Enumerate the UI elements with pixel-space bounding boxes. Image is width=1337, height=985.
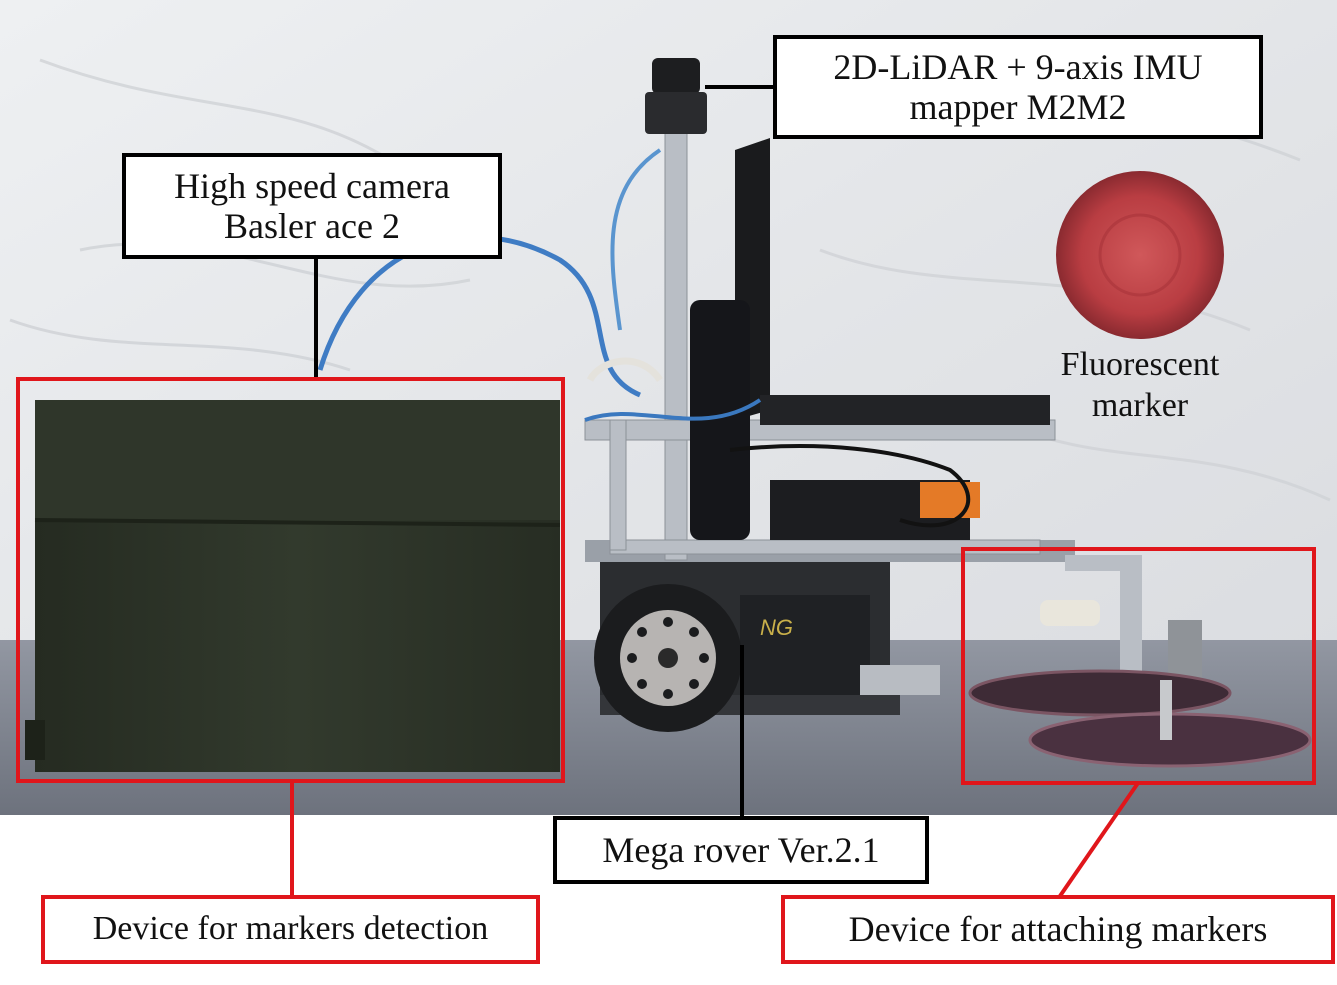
detection-device-highlight — [16, 377, 565, 783]
rover-label-text: Mega rover Ver.2.1 — [602, 829, 880, 870]
marker-label: Fluorescent marker — [1030, 345, 1250, 427]
fluorescent-marker-disc — [1056, 171, 1224, 339]
marker-label-line2: marker — [1091, 386, 1189, 424]
attaching-device-label: Device for attaching markers — [781, 895, 1335, 964]
detection-device-cover — [25, 400, 561, 772]
control-laptop — [690, 138, 1050, 540]
camera-label-line1: High speed camera — [174, 165, 450, 206]
rover-wheel — [594, 584, 742, 732]
camera-label: High speed camera Basler ace 2 — [122, 153, 502, 259]
camera-label-line2: Basler ace 2 — [224, 206, 400, 246]
leader-lines — [290, 85, 1140, 898]
marker-plate-back — [968, 669, 1232, 717]
marker-label-line1: Fluorescent — [1060, 346, 1220, 383]
attaching-leader-line — [1058, 781, 1140, 898]
rover-label: Mega rover Ver.2.1 — [553, 816, 929, 884]
cables — [317, 148, 971, 528]
attaching-device — [968, 555, 1312, 768]
lidar-label-line1: 2D-LiDAR + 9-axis IMU — [833, 46, 1203, 87]
attaching-device-highlight — [961, 547, 1316, 785]
lidar-sensor — [645, 58, 707, 134]
detection-device-label-text: Device for markers detection — [92, 910, 489, 948]
lidar-label-line2: mapper M2M2 — [909, 87, 1127, 127]
detection-device-label: Device for markers detection — [41, 895, 540, 964]
rover-electronics — [770, 480, 980, 540]
attaching-device-label-text: Device for attaching markers — [848, 909, 1268, 950]
svg-text:NG: NG — [760, 615, 793, 640]
lidar-label: 2D-LiDAR + 9-axis IMU mapper M2M2 — [773, 35, 1263, 139]
